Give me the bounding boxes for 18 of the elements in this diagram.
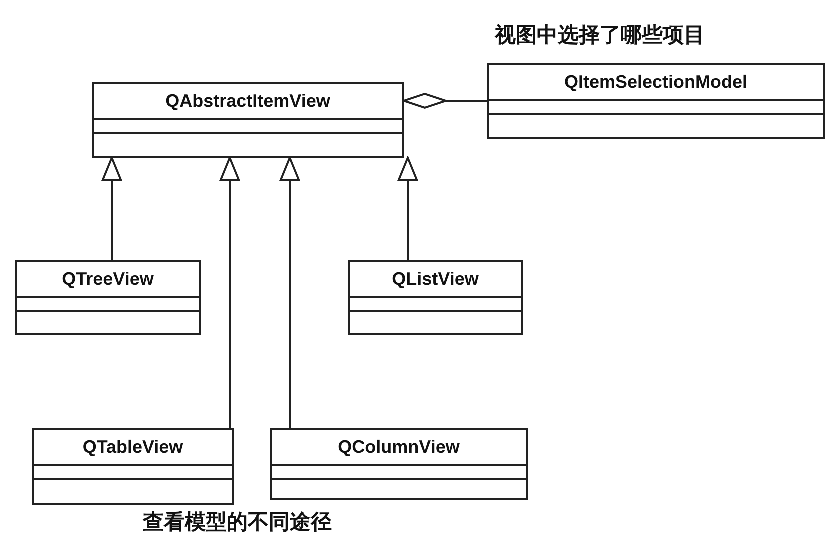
note-text: 视图中选择了哪些项目 bbox=[495, 22, 705, 49]
class-name: QItemSelectionModel bbox=[489, 65, 823, 101]
class-name: QListView bbox=[350, 262, 521, 298]
inheritance-arrow bbox=[280, 157, 300, 428]
inheritance-arrow bbox=[220, 157, 240, 428]
class-box bbox=[348, 260, 523, 335]
class-box bbox=[270, 428, 528, 500]
class-name: QTreeView bbox=[17, 262, 199, 298]
class-name: QColumnView bbox=[272, 430, 526, 466]
class-box bbox=[32, 428, 234, 505]
class-name: QTableView bbox=[34, 430, 232, 466]
class-box bbox=[92, 82, 404, 158]
class-box bbox=[15, 260, 201, 335]
note-text: 查看模型的不同途径 bbox=[143, 509, 332, 536]
inheritance-arrow bbox=[102, 157, 122, 260]
aggregation-line bbox=[403, 93, 487, 109]
inheritance-arrow bbox=[398, 157, 418, 260]
class-name: QAbstractItemView bbox=[94, 84, 402, 120]
